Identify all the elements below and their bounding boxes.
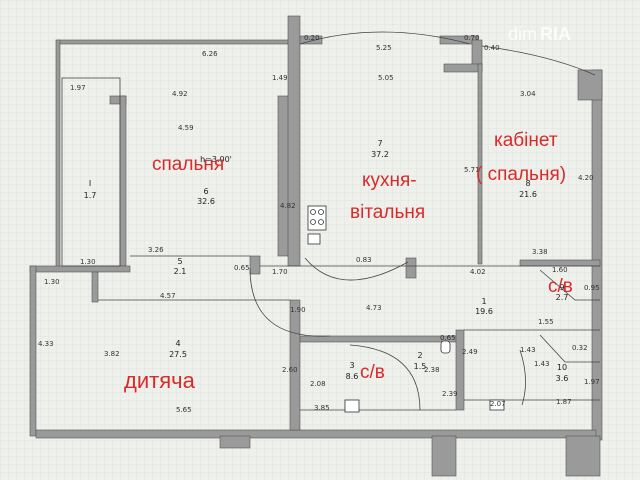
dim-label: 4.59 (178, 124, 194, 132)
dim-label: 5.25 (376, 44, 392, 52)
room-numbers: 6 32.6 7 37.2 8 21.6 4 27.5 5 2.1 1 19.6… (84, 139, 569, 383)
dim-label: 4.57 (160, 292, 176, 300)
dim-label: 0.65 (234, 264, 250, 272)
dim-label: 1.43 (534, 360, 550, 368)
dim-label: 5.71 (464, 166, 480, 174)
dim-label: 1.90 (290, 306, 306, 314)
dim-label: 2.49 (462, 348, 478, 356)
dim-label: 6.26 (202, 50, 218, 58)
room-10-number: 10 (557, 363, 567, 372)
dim-label: 3.85 (314, 404, 330, 412)
dim-label: 5.05 (378, 74, 394, 82)
room-6-area: 32.6 (197, 197, 215, 206)
room-2-area: 1.5 (414, 362, 427, 371)
dim-label: 2.38 (424, 366, 440, 374)
dim-label: 5.65 (176, 406, 192, 414)
room-4-number: 4 (175, 339, 180, 348)
label-bathroom-right: с/в (548, 276, 573, 297)
dim-label: 1.97 (70, 84, 86, 92)
dim-label: 1.49 (272, 74, 288, 82)
room-1-area: 19.6 (475, 307, 493, 316)
dim-label: 3.04 (520, 90, 536, 98)
stove-icon (307, 205, 327, 231)
dim-label: 0.83 (356, 256, 372, 264)
dim-label: 3.38 (532, 248, 548, 256)
dim-label: 1.87 (556, 398, 572, 406)
label-office-line1: кабінет (494, 130, 558, 151)
label-children-room: дитяча (124, 368, 196, 393)
room-7-number: 7 (377, 139, 382, 148)
room-5-area: 2.1 (174, 267, 187, 276)
dim-label: 0.65 (440, 334, 456, 342)
dim-label: 4.82 (280, 202, 296, 210)
room-9-number: 9 (559, 283, 564, 292)
room-7-area: 37.2 (371, 150, 389, 159)
dim-label: 1.60 (552, 266, 568, 274)
dim-label: 2.39 (442, 390, 458, 398)
room-4-area: 27.5 (169, 350, 187, 359)
dim-label: 4.92 (172, 90, 188, 98)
watermark-brand: RIA (540, 24, 571, 44)
vent-icon-2 (489, 399, 505, 411)
vent-icon (344, 399, 360, 413)
toilet-icon (440, 340, 451, 354)
dimensions: 6.26 4.92 4.59 1.49 1.97 1.30 1.30 3.26 … (38, 34, 600, 414)
walls (29, 15, 603, 477)
dimria-watermark: dim RIA (508, 24, 571, 44)
dim-label: 1.30 (80, 258, 96, 266)
room-9-area: 2.7 (556, 293, 569, 302)
sink-icon (307, 233, 321, 245)
dim-label: 0.32 (572, 344, 588, 352)
dim-label: 4.02 (470, 268, 486, 276)
label-kitchen-line1: кухня- (362, 170, 417, 191)
label-bedroom: спальня (152, 154, 224, 175)
room-5-number: 5 (177, 257, 182, 266)
room-2-number: 2 (417, 351, 422, 360)
room-3-area: 8.6 (346, 372, 359, 381)
dim-label: 1.55 (538, 318, 554, 326)
room-10-area: 3.6 (556, 374, 569, 383)
room-outlines (61, 31, 600, 411)
room-6-number: 6 (203, 187, 208, 196)
watermark-text: dim (508, 24, 537, 44)
room-I-area: 1.7 (84, 191, 97, 200)
dim-label: 3.26 (148, 246, 164, 254)
dim-label: 2.07 (490, 400, 506, 408)
room-labels: спальня кухня- вітальня кабінет ( спальн… (124, 130, 573, 393)
label-kitchen-line2: вітальня (350, 202, 425, 223)
dim-label: 0.70 (464, 34, 480, 42)
dim-label: 1.70 (272, 268, 288, 276)
fixtures (307, 205, 505, 413)
room-1-number: 1 (481, 297, 486, 306)
label-bathroom-left: с/в (360, 362, 385, 383)
dim-label: 4.73 (366, 304, 382, 312)
room-8-area: 21.6 (519, 190, 537, 199)
dim-label: 1.30 (44, 278, 60, 286)
dim-label: 1.43 (520, 346, 536, 354)
dim-label: 0.95 (584, 284, 600, 292)
dim-label: 0.40 (484, 44, 500, 52)
dim-label: 1.97 (584, 378, 600, 386)
dim-label: 2.60 (282, 366, 298, 374)
room-8-number: 8 (525, 179, 530, 188)
room-3-number: 3 (349, 361, 354, 370)
ceiling-height: h=3.00' (200, 155, 232, 164)
dim-label: 2.08 (310, 380, 326, 388)
dim-label: 4.33 (38, 340, 54, 348)
room-I-number: I (89, 179, 91, 188)
dim-label: 3.82 (104, 350, 120, 358)
dim-label: 0.20 (304, 34, 320, 42)
label-office-line2: ( спальня) (476, 164, 566, 185)
dim-label: 4.20 (578, 174, 594, 182)
